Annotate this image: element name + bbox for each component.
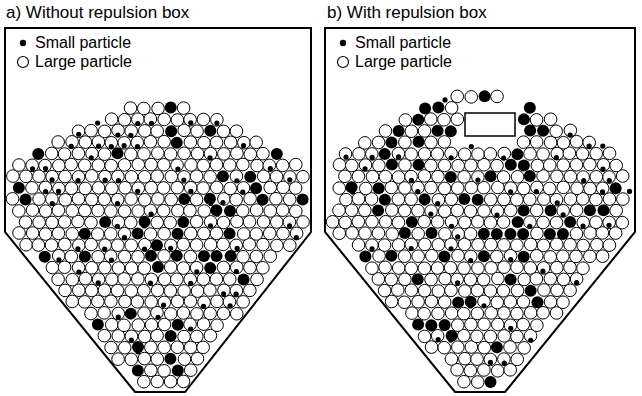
- legend-text: Large particle: [35, 53, 132, 71]
- legend-entry: Small particle: [336, 34, 454, 52]
- legend-text: Small particle: [355, 34, 451, 52]
- legend-text: Large particle: [355, 53, 452, 71]
- legend-entry: Large particle: [336, 53, 455, 71]
- legend-entry: Large particle: [16, 53, 135, 71]
- legend-symbol: [16, 36, 30, 50]
- legend-text: Small particle: [35, 34, 131, 52]
- legend-symbol: [336, 55, 350, 69]
- legend-symbol: [336, 36, 350, 50]
- panel-title: a) Without repulsion box: [6, 3, 189, 23]
- repulsion-box: [465, 113, 515, 136]
- particle-bed: [6, 90, 632, 388]
- panel-title: b) With repulsion box: [327, 3, 487, 23]
- legend-entry: Small particle: [16, 34, 134, 52]
- hopper-outline: [325, 28, 635, 392]
- legend-symbol: [16, 55, 30, 69]
- hopper-outline: [5, 28, 311, 392]
